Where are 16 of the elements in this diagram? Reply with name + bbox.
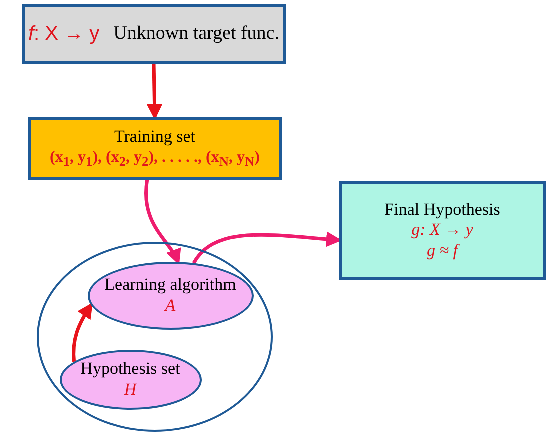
process-box <box>22 4 286 64</box>
symbol: H <box>124 380 137 400</box>
node-title: Training set <box>114 127 196 148</box>
node-title: Learning algorithm <box>104 275 236 296</box>
process-box <box>28 117 282 180</box>
group-ellipse <box>37 242 273 432</box>
formula: g ≈ f <box>426 240 458 262</box>
node-title: Hypothesis set <box>80 359 180 380</box>
node-title: Unknown target func. <box>114 22 280 46</box>
arrow <box>72 302 93 362</box>
node-title: Final Hypothesis <box>384 200 500 220</box>
formula: g: X → y <box>412 220 474 241</box>
formula: f: X → y <box>28 22 100 46</box>
formula: (x$_{1}$, y$_{1}$), (x$_{2}$, y$_{2}$), . . . . ., (x$_{N}$, y$_{N}$) <box>50 148 260 170</box>
result-box <box>339 181 546 280</box>
symbol: A <box>165 296 176 316</box>
